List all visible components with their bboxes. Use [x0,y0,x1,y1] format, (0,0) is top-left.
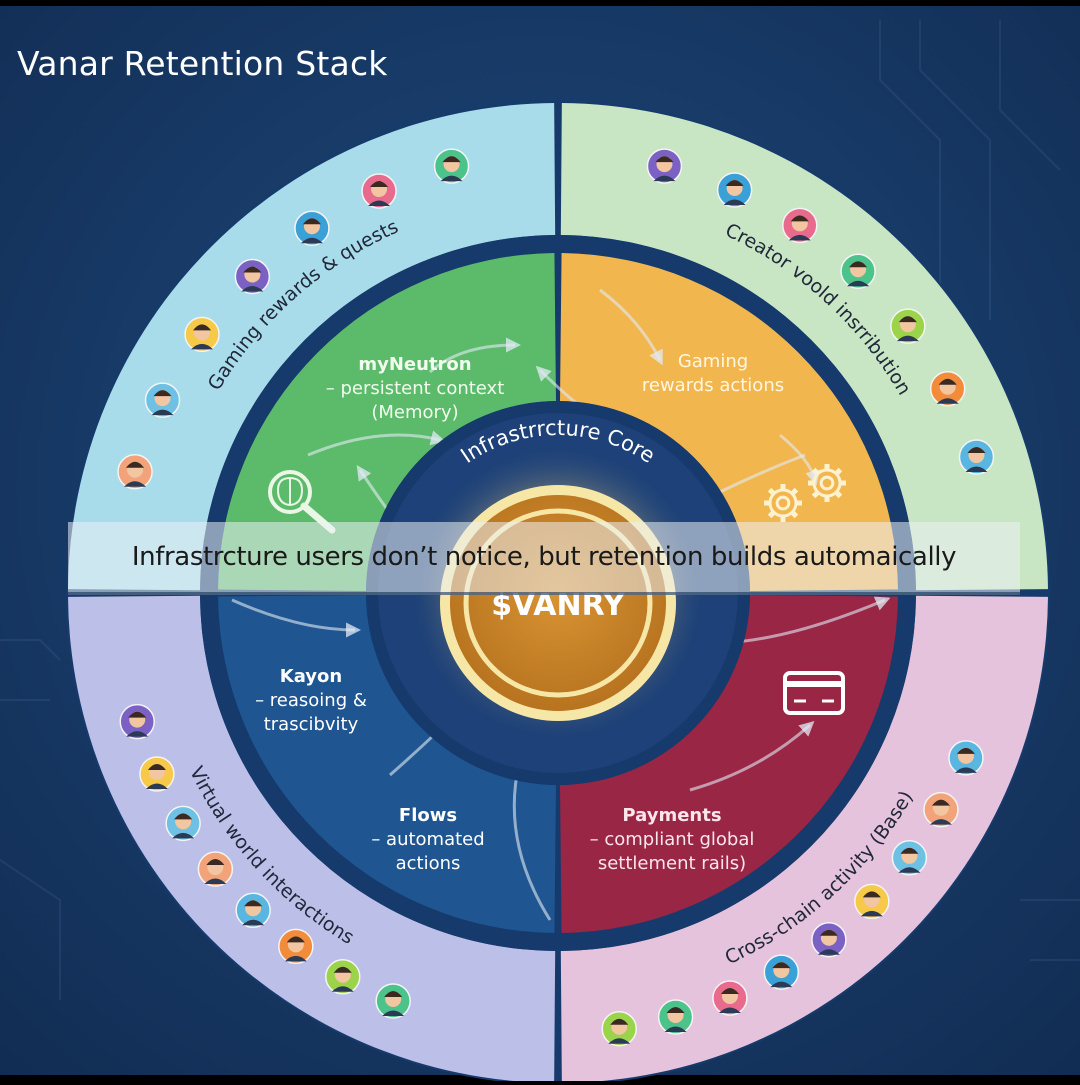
inner-label-line: – automated [371,829,484,850]
gear-icon [764,484,802,522]
flow-arrow [599,288,663,366]
top-edge [0,0,1080,6]
outer-segment-bottom-left [68,595,556,1083]
avatars [117,148,995,1047]
avatar [601,1010,637,1047]
avatar [646,148,683,184]
avatar [119,703,155,740]
coin-inner-ring [463,508,653,698]
avatar [958,439,995,475]
inner-label-line: Gaming [678,351,748,372]
avatar [197,851,234,887]
inner-label-line: – persistent context [326,378,505,399]
inner-label-line: actions [396,853,461,874]
avatar [948,740,984,776]
gears-icon [764,464,846,522]
inner-label-line: (Memory) [371,402,458,423]
avatar [712,980,748,1016]
inner-label-bottom-right: Payments – compliant global settlement rai… [590,805,755,874]
inner-label-line: – reasoing & [255,690,367,711]
avatar [165,805,201,842]
avatar [361,173,397,209]
inner-ring [218,253,898,933]
inner-segment-top-right [560,253,898,591]
gear-icon [808,464,846,502]
flow-arrow [231,598,361,638]
credit-card-icon [783,671,845,715]
page-title: Vanar Retention Stack [17,44,388,83]
avatar [854,883,890,920]
avatar [278,928,314,965]
inner-label-top-left: myNeutron – persistent context (Memory) [326,354,505,423]
outer-segment-top-right [560,103,1048,591]
flow-arrow [779,433,821,486]
avatar [184,316,220,353]
avatar [433,148,470,184]
inner-label-line: trascibvity [264,714,359,735]
avatar [763,954,800,990]
avatar [890,308,926,344]
avatar [294,210,330,246]
avatar [139,756,175,792]
flow-arrow [428,337,521,374]
inner-label-line: rewards actions [642,375,784,396]
inner-label-line: myNeutron [358,354,471,375]
avatar [811,921,847,958]
avatar [782,207,818,244]
inner-label-line: – compliant global [590,829,755,850]
inner-label-bottom-left-a: Kayon – reasoing & trascibvity [255,666,367,735]
outer-segment-top-left [68,103,556,591]
inner-label-top-right: Gaming rewards actions [642,351,784,396]
flow-arrow [689,720,815,792]
avatar [235,892,271,929]
avatar [840,253,876,289]
avatar [923,791,959,828]
inner-segment-bottom-left [218,595,556,933]
avatar [325,959,361,995]
caption-banner: Infrastrcture users don’t notice, but re… [68,522,1020,595]
avatar [716,172,753,208]
inner-label-line: Payments [622,805,721,826]
inner-label-line: Kayon [280,666,342,687]
circuit-pattern [0,20,1080,1000]
flow-arrow [307,430,446,457]
avatar [375,983,411,1019]
avatar [891,840,928,876]
avatar [234,258,271,295]
inner-label-line: Flows [399,805,457,826]
avatar [144,382,181,418]
inner-label-bottom-left-b: Flows – automated actions [371,805,484,874]
inner-segment-bottom-right [560,595,898,933]
icons [268,464,846,715]
outer-segment-bottom-right [560,595,1048,1083]
caption-text: Infrastrcture users don’t notice, but re… [131,542,957,572]
avatar [117,453,153,490]
inner-label-line: settlement rails) [598,853,746,874]
avatar [929,370,966,407]
avatar [657,999,694,1035]
